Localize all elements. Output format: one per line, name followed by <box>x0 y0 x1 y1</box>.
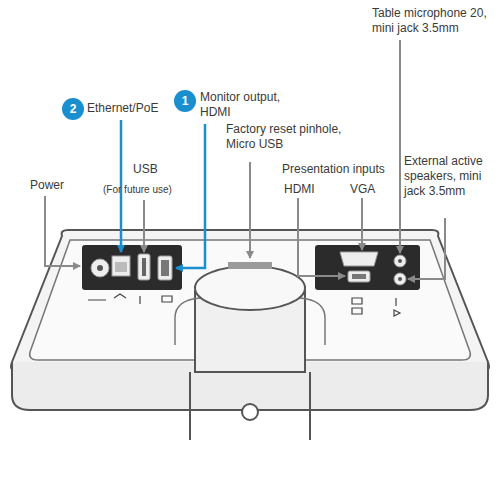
port-label: VGA <box>350 182 390 197</box>
callout-number: 1 <box>182 94 189 108</box>
port-label: Monitor output, HDMI <box>200 90 300 120</box>
port-label: Power <box>30 178 80 193</box>
port-label: USB <box>133 162 173 177</box>
port-label: Ethernet/PoE <box>87 101 197 116</box>
note-label: (For future use) <box>103 184 193 196</box>
group-label: Presentation inputs <box>282 162 402 177</box>
port-label: External active speakers, mini jack 3.5m… <box>404 154 496 199</box>
callout-circle: 2 <box>62 98 84 120</box>
port-label: Table microphone 20, mini jack 3.5mm <box>372 6 497 36</box>
port-label: HDMI <box>284 182 324 197</box>
callout-circle: 1 <box>174 90 196 112</box>
callout-number: 2 <box>70 102 77 116</box>
port-label: Factory reset pinhole, Micro USB <box>226 122 366 152</box>
